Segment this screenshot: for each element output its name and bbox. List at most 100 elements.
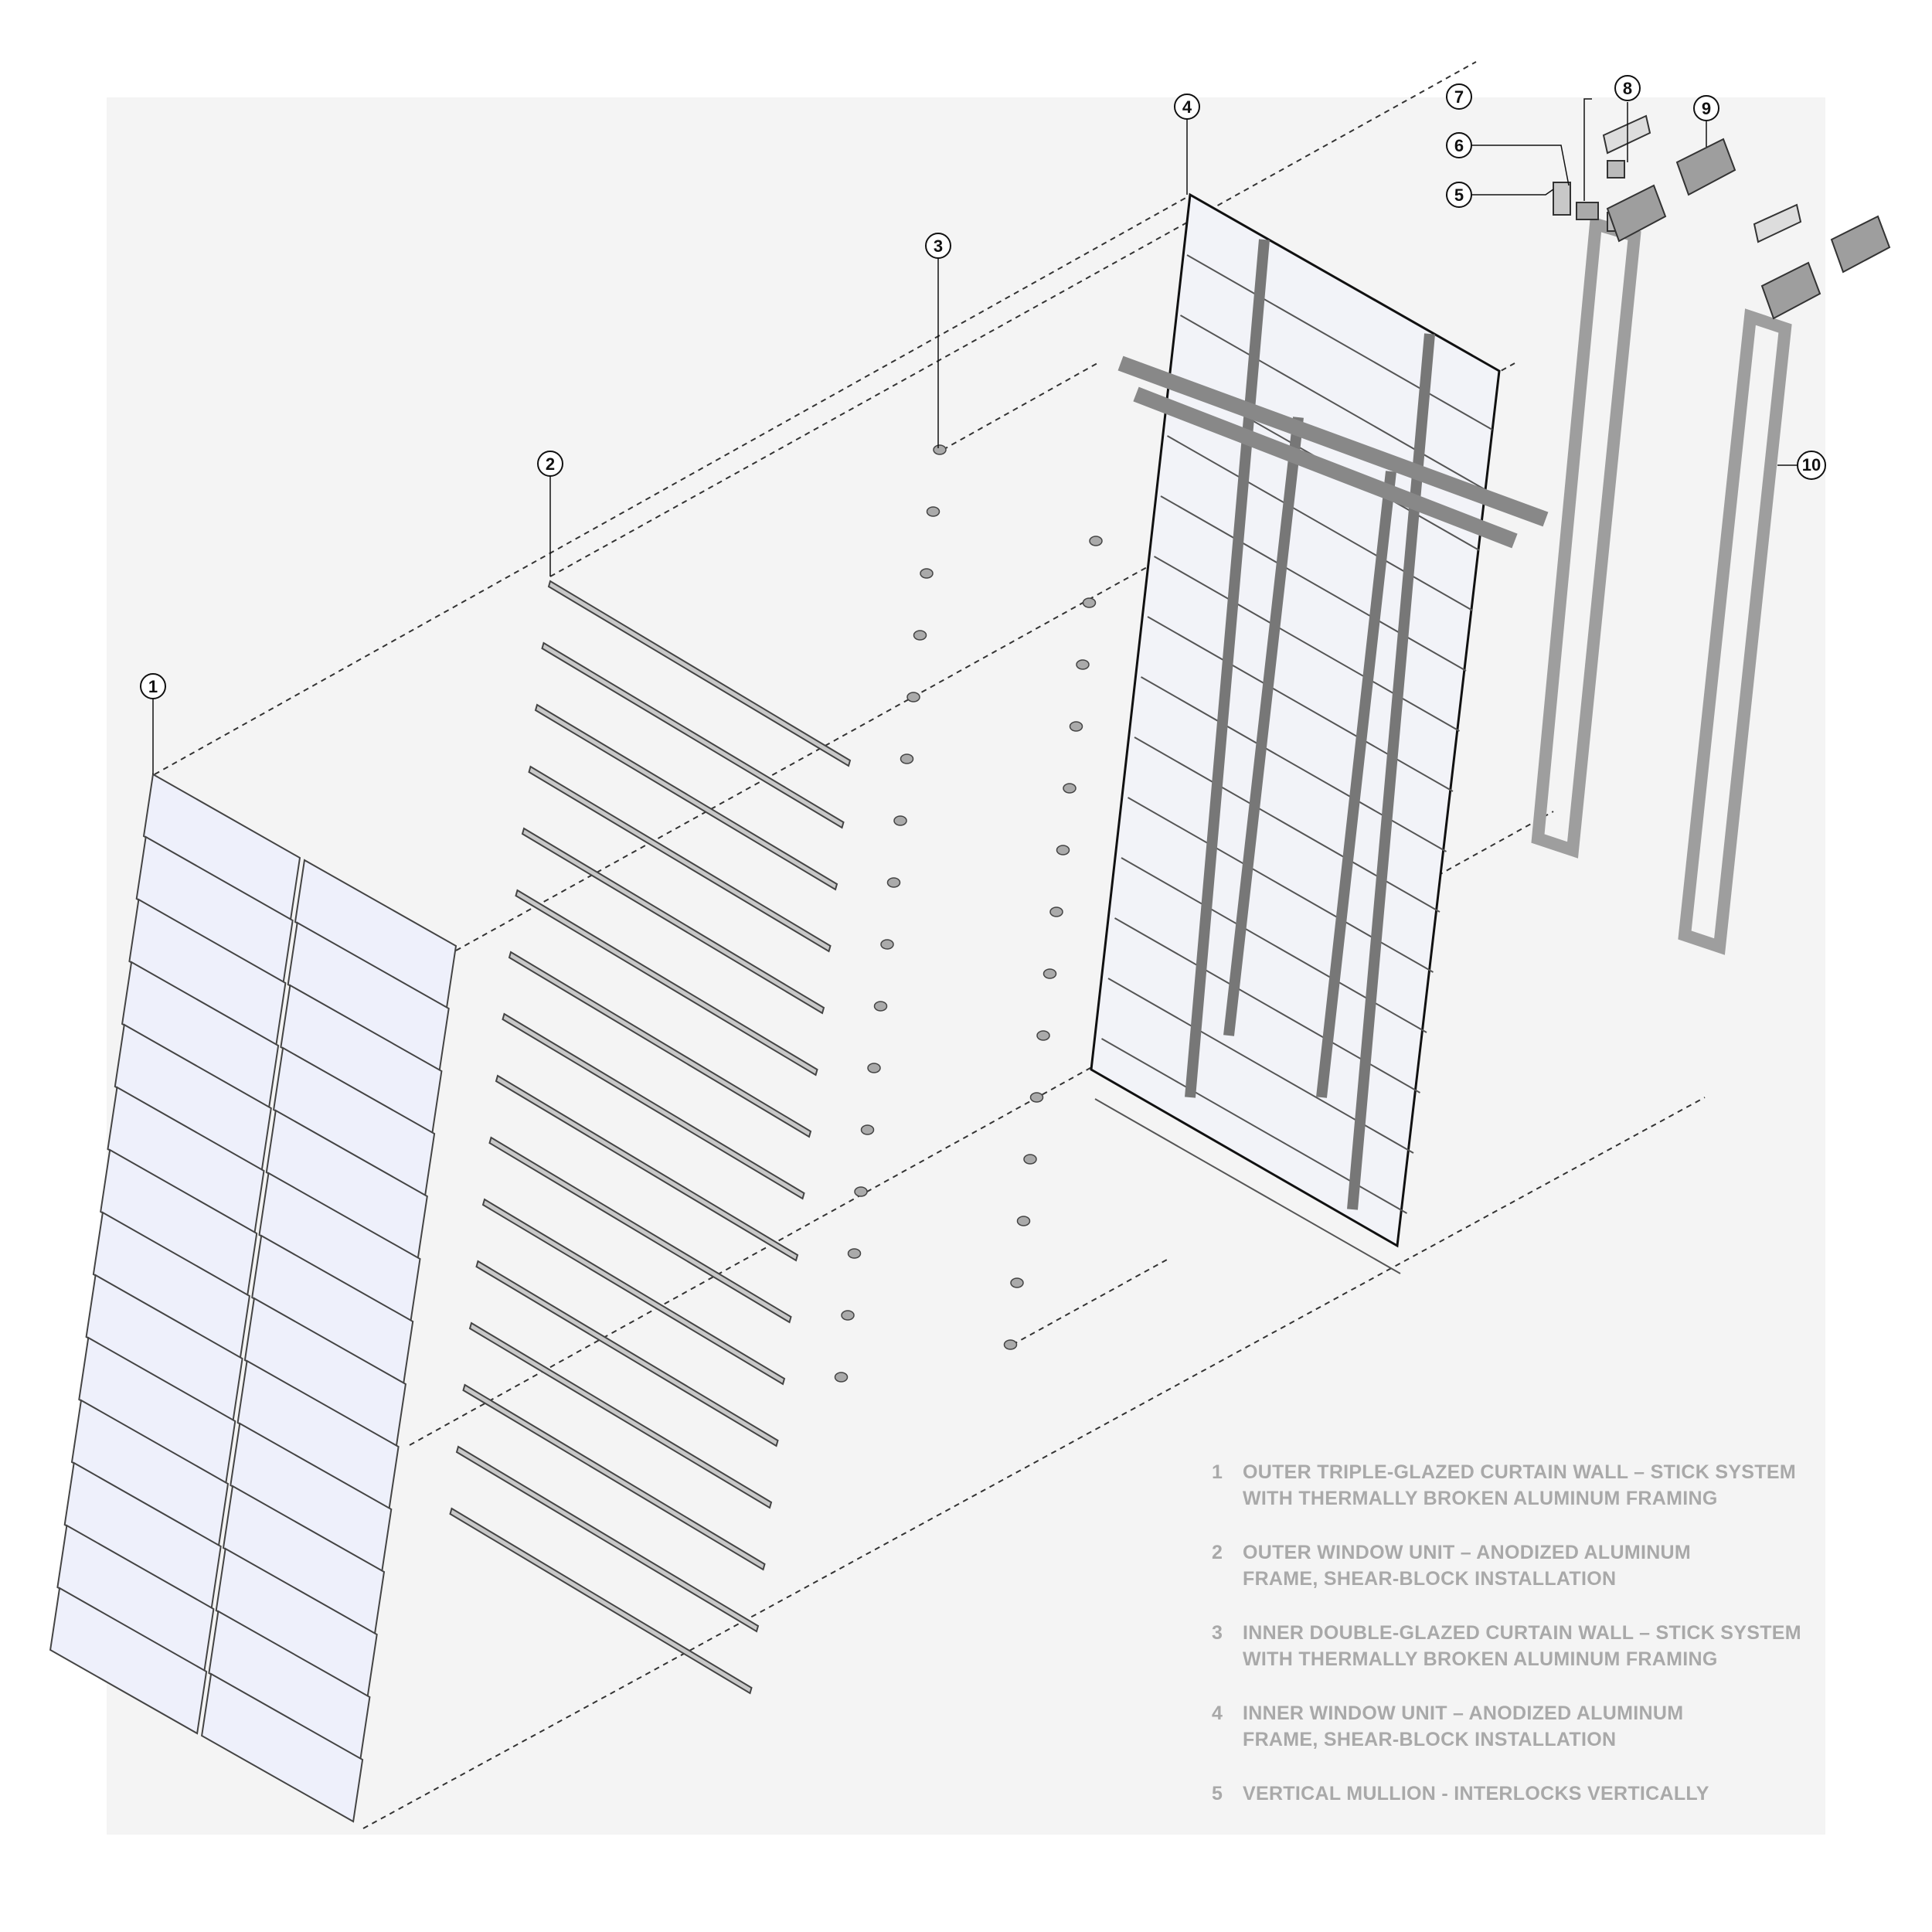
shear-block bbox=[1056, 845, 1070, 855]
callout-8: 8 bbox=[1614, 75, 1641, 101]
legend-number: 1 bbox=[1212, 1461, 1223, 1483]
shear-block bbox=[900, 753, 914, 764]
shear-block bbox=[854, 1186, 868, 1197]
inner-slat bbox=[1154, 556, 1460, 732]
inner-slat bbox=[1128, 797, 1434, 973]
legend-text: INNER DOUBLE-GLAZED CURTAIN WALL – STICK… bbox=[1243, 1622, 1801, 1670]
svg-text:2: 2 bbox=[546, 454, 555, 474]
cap-8 bbox=[1602, 114, 1651, 155]
shear-block bbox=[1029, 1092, 1044, 1103]
legend-text: VERTICAL MULLION - INTERLOCKS VERTICALLY bbox=[1243, 1783, 1709, 1804]
window-bar bbox=[502, 1012, 805, 1200]
shear-block bbox=[873, 1001, 888, 1012]
cover-9-c bbox=[1830, 215, 1891, 274]
window-bar bbox=[534, 703, 838, 891]
outer-glazed-panels bbox=[49, 773, 457, 1823]
hardware-parts bbox=[1553, 114, 1891, 320]
shear-block bbox=[1016, 1216, 1031, 1226]
window-bar bbox=[521, 827, 825, 1015]
inner-slat bbox=[1141, 676, 1447, 852]
legend-item-5: 5 VERTICAL MULLION - INTERLOCKS VERTICALL… bbox=[1212, 1781, 1892, 1807]
callout-7: 7 bbox=[1446, 83, 1472, 110]
shear-block bbox=[893, 815, 907, 826]
svg-text:8: 8 bbox=[1623, 79, 1632, 98]
block-8 bbox=[1607, 160, 1625, 179]
window-bar bbox=[475, 1260, 779, 1447]
window-bar bbox=[449, 1507, 753, 1695]
window-bar bbox=[468, 1321, 773, 1509]
shear-block bbox=[834, 1372, 849, 1383]
cover-9 bbox=[1675, 138, 1736, 196]
shear-block bbox=[913, 630, 927, 641]
mullion-frame-b bbox=[1678, 308, 1792, 955]
window-bar bbox=[462, 1383, 766, 1571]
shear-block bbox=[886, 877, 901, 888]
shear-block bbox=[920, 568, 934, 579]
inner-slat bbox=[1160, 495, 1467, 672]
shear-block bbox=[1003, 1339, 1018, 1350]
shear-block bbox=[880, 939, 894, 950]
legend-number: 5 bbox=[1212, 1783, 1223, 1804]
shear-block bbox=[1010, 1277, 1024, 1288]
legend-item-1: 1 OUTER TRIPLE-GLAZED CURTAIN WALL – STIC… bbox=[1212, 1459, 1892, 1512]
window-bar bbox=[515, 889, 818, 1077]
inner-slat bbox=[1147, 616, 1454, 792]
shear-block bbox=[847, 1248, 862, 1259]
inner-wall-slats bbox=[1094, 254, 1493, 1274]
inner-slat bbox=[1186, 254, 1493, 430]
window-bar bbox=[481, 1198, 786, 1386]
cover-9-d bbox=[1760, 261, 1821, 320]
shear-block bbox=[1063, 783, 1077, 794]
callout-6: 6 bbox=[1446, 132, 1472, 158]
shear-block bbox=[1069, 721, 1083, 732]
svg-text:1: 1 bbox=[148, 677, 158, 696]
legend: 1 OUTER TRIPLE-GLAZED CURTAIN WALL – STIC… bbox=[1212, 1459, 1892, 1835]
inner-slat bbox=[1094, 1098, 1401, 1274]
inner-slat bbox=[1167, 435, 1473, 611]
window-bar bbox=[547, 580, 852, 767]
shear-block bbox=[1076, 659, 1090, 670]
legend-text: INNER WINDOW UNIT – ANODIZED ALUMINUM FR… bbox=[1243, 1702, 1684, 1750]
shear-block bbox=[1023, 1154, 1037, 1165]
shear-block bbox=[841, 1310, 855, 1321]
legend-number: 3 bbox=[1212, 1622, 1223, 1644]
callouts: 1 2 3 4 5 6 7 8 9 10 bbox=[140, 75, 1826, 699]
window-bar bbox=[541, 641, 845, 829]
callout-5: 5 bbox=[1446, 182, 1472, 208]
shear-block bbox=[1049, 906, 1063, 917]
bracket-5 bbox=[1553, 182, 1571, 216]
svg-text:9: 9 bbox=[1702, 99, 1711, 118]
svg-text:6: 6 bbox=[1454, 136, 1464, 155]
window-bar bbox=[495, 1074, 799, 1262]
clip-6 bbox=[1576, 202, 1599, 220]
shear-block bbox=[1089, 536, 1103, 546]
cap-8-b bbox=[1753, 203, 1802, 243]
callout-4: 4 bbox=[1174, 94, 1200, 120]
inner-slat bbox=[1180, 315, 1486, 491]
window-bar bbox=[508, 951, 812, 1138]
shear-block bbox=[867, 1063, 881, 1073]
inner-curtain-wall bbox=[1090, 192, 1549, 1274]
glass-panel bbox=[49, 1587, 208, 1735]
glass-panel bbox=[201, 1672, 364, 1823]
shear-block bbox=[1082, 597, 1097, 608]
legend-text: OUTER TRIPLE-GLAZED CURTAIN WALL – STICK… bbox=[1243, 1461, 1796, 1509]
cover-9-b bbox=[1606, 184, 1667, 243]
inner-slat bbox=[1134, 736, 1440, 913]
shear-blocks bbox=[834, 444, 1103, 1383]
svg-text:10: 10 bbox=[1802, 455, 1821, 474]
callout-2: 2 bbox=[537, 451, 563, 477]
shear-block bbox=[860, 1124, 875, 1135]
svg-text:7: 7 bbox=[1454, 87, 1464, 107]
callout-1: 1 bbox=[140, 673, 166, 699]
shear-block bbox=[906, 692, 920, 702]
window-bar bbox=[488, 1136, 792, 1324]
legend-number: 2 bbox=[1212, 1542, 1223, 1563]
shear-block bbox=[1036, 1030, 1050, 1041]
callout-leaders bbox=[152, 98, 1798, 774]
shear-block bbox=[1043, 968, 1057, 979]
callout-3: 3 bbox=[925, 233, 951, 259]
svg-text:4: 4 bbox=[1182, 97, 1192, 117]
